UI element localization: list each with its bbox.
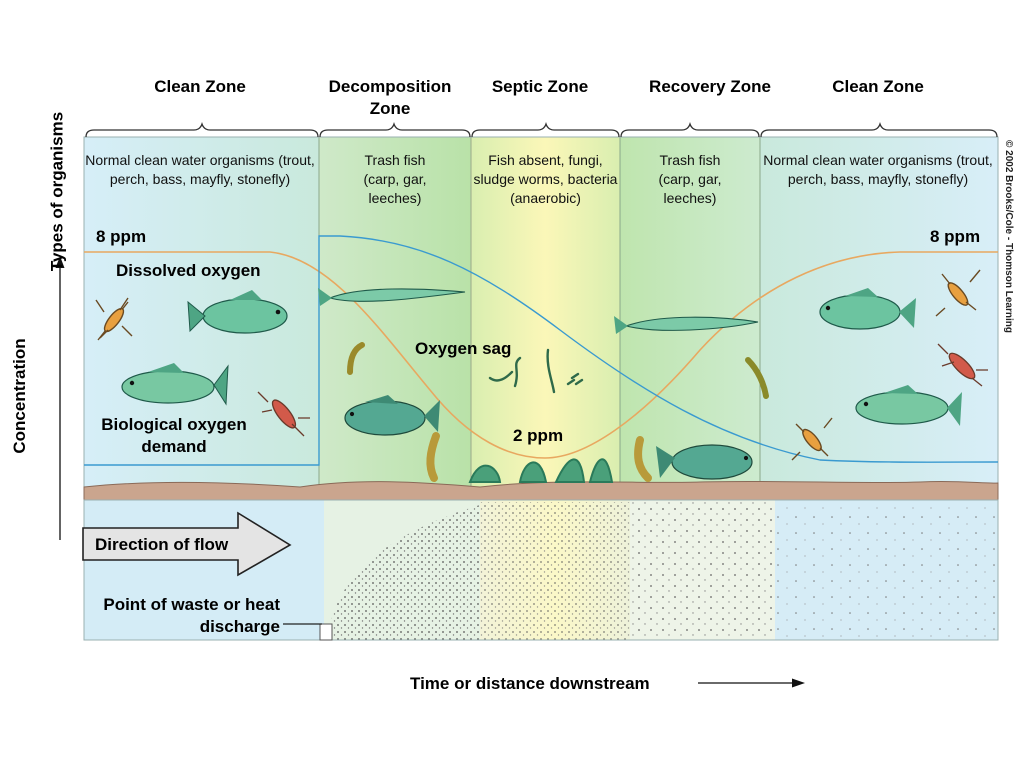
zone-title-clean-right: Clean Zone	[832, 77, 924, 96]
zone-title-decomposition: Decomposition Zone	[328, 77, 452, 118]
x-axis-label: Time or distance downstream	[410, 674, 650, 693]
bod-label: Biological oxygen demand	[101, 415, 247, 456]
carp-fish-decomposition	[344, 395, 440, 436]
oxygen-sag-label: Oxygen sag	[415, 339, 512, 358]
dissolved-oxygen-curve	[84, 251, 998, 459]
zone-title-recovery: Recovery Zone	[649, 77, 771, 96]
zone-title-septic: Septic Zone	[491, 77, 589, 96]
zone-desc-decomposition: Trash fish (carp, gar, leeches)	[363, 152, 427, 206]
dissolved-oxygen-label: Dissolved oxygen	[116, 261, 261, 280]
ppm-right-label: 8 ppm	[930, 227, 981, 246]
x-axis-arrow	[698, 678, 805, 688]
streambed	[83, 480, 999, 501]
y-axis-arrow	[55, 256, 65, 540]
ppm-min-label: 2 ppm	[513, 426, 564, 445]
stonefly-left	[257, 391, 310, 437]
types-of-organisms-label: Types of organisms	[47, 111, 67, 272]
leech-decomposition-2	[426, 432, 440, 482]
flow-panel	[83, 499, 999, 641]
concentration-label: Concentration	[10, 338, 29, 454]
direction-of-flow-arrow	[82, 511, 292, 577]
trout-fish-right	[819, 288, 916, 330]
gar-fish-recovery	[614, 316, 759, 334]
carp-fish-recovery	[656, 444, 753, 480]
copyright-text: © 2002 Brooks/Cole - Thomson Learning	[1003, 140, 1014, 333]
direction-of-flow-label: Direction of flow	[95, 535, 229, 554]
zone-desc-clean-left: Normal clean water organisms (trout, per…	[85, 152, 315, 187]
bass-fish-left	[121, 363, 229, 406]
zone-desc-septic: Fish absent, fungi, sludge worms, bacter…	[473, 152, 618, 206]
leech-decomposition	[347, 342, 365, 375]
trout-fish-left	[187, 290, 288, 334]
zone-title-clean-left: Clean Zone	[154, 77, 246, 96]
gar-fish-decomposition	[318, 288, 466, 306]
discharge-label: Point of waste or heat discharge	[103, 595, 280, 636]
bass-fish-right	[855, 385, 962, 426]
mayfly-right	[791, 269, 981, 461]
fungi-bacteria-bed	[468, 458, 614, 483]
ppm-left-label: 8 ppm	[96, 227, 147, 246]
zone-desc-clean-right: Normal clean water organisms (trout, per…	[763, 152, 993, 187]
mayfly-left	[95, 297, 133, 341]
sludge-worms	[488, 348, 584, 394]
zone-braces	[85, 121, 998, 138]
bod-curve	[84, 235, 999, 466]
zone-desc-recovery: Trash fish (carp, gar, leeches)	[658, 152, 722, 206]
leech-recovery	[634, 357, 769, 482]
stonefly-right	[937, 343, 988, 387]
